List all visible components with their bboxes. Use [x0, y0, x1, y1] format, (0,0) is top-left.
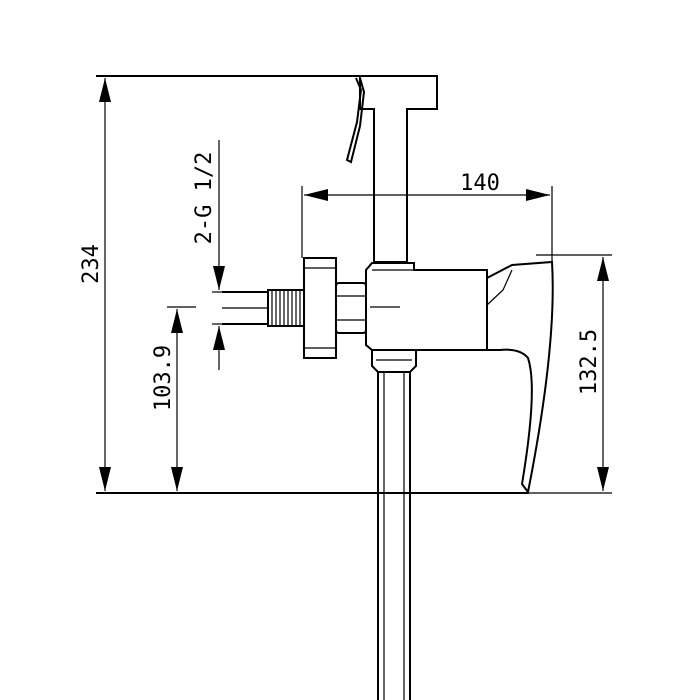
- arrow-bottom: [171, 467, 183, 491]
- threaded-inlet: [267, 289, 305, 327]
- lever-handle-inner-edge: [486, 269, 513, 306]
- spray-head-outline: [359, 75, 438, 263]
- thread-hatching: [271, 290, 301, 326]
- arrow-bottom: [213, 326, 225, 350]
- valve-body: [365, 262, 488, 351]
- dimension-total-height: 234: [79, 78, 111, 491]
- wall-flange: [303, 257, 337, 359]
- arrow-right: [526, 189, 550, 201]
- label-body-height: 132.5: [577, 329, 602, 395]
- label-total-height: 234: [79, 244, 104, 284]
- dimension-projection: 140: [304, 171, 550, 201]
- label-outlet-height: 103.9: [151, 345, 176, 411]
- dimension-outlet-height: 103.9: [151, 309, 183, 491]
- arrow-left: [304, 189, 328, 201]
- spray-head-trigger: [345, 77, 366, 164]
- arrow-top: [99, 78, 111, 102]
- hex-nut: [335, 282, 367, 334]
- label-thread-spec: 2-G 1/2: [192, 152, 217, 245]
- arrow-top: [597, 257, 609, 281]
- dimension-body-height: 132.5: [577, 257, 609, 491]
- arrow-top: [171, 309, 183, 333]
- arrow-bottom: [597, 467, 609, 491]
- label-projection: 140: [460, 171, 500, 196]
- reference-lines: [96, 75, 612, 494]
- hose-connector: [371, 350, 417, 373]
- dimension-thread: 2-G 1/2: [192, 140, 225, 370]
- lever-handle: [486, 260, 554, 495]
- arrow-top: [213, 266, 225, 290]
- arrow-bottom: [99, 467, 111, 491]
- product-outline: [222, 75, 554, 700]
